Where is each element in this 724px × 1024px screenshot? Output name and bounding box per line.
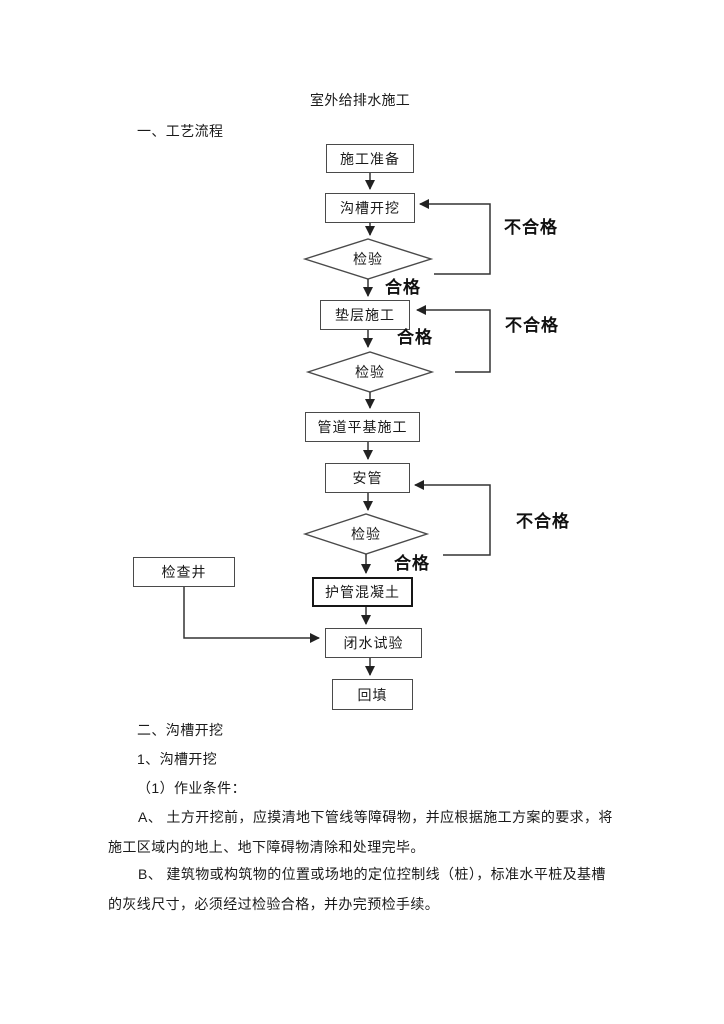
manhole-connector (183, 587, 320, 643)
flow-node-pipe-base-construction: 管道平基施工 (305, 412, 420, 442)
document-title: 室外给排水施工 (310, 92, 411, 108)
flow-decision-inspection-2-label: 检验 (355, 364, 385, 380)
flow-node-pipe-installation: 安管 (325, 463, 410, 493)
paragraph-b-line-2: 的灰线尺寸，必须经过检验合格，并办完预检手续。 (108, 896, 440, 912)
flow-node-water-sealing-test: 闭水试验 (325, 628, 422, 658)
paragraph-a-line-2: 施工区域内的地上、地下障碍物清除和处理完毕。 (108, 839, 425, 855)
fail-loop-2 (416, 305, 491, 373)
flow-node-trench-excavation: 沟槽开挖 (325, 193, 415, 223)
flow-decision-shapes (302, 238, 435, 555)
label-fail-3: 不合格 (516, 512, 570, 531)
fail-loop-3 (414, 480, 491, 556)
flow-decision-inspection-3-shape (302, 513, 430, 555)
flow-arrows (183, 173, 491, 676)
subsection-work-conditions: （1）作业条件： (137, 780, 246, 796)
flow-decision-inspection-3-label: 检验 (351, 526, 381, 542)
flow-node-pipe-protection-concrete: 护管混凝土 (312, 577, 413, 607)
label-pass-2: 合格 (397, 328, 433, 347)
flow-node-construction-prep: 施工准备 (326, 144, 414, 173)
flow-node-cushion-construction: 垫层施工 (320, 300, 410, 330)
label-pass-3: 合格 (394, 554, 430, 573)
flow-decision-inspection-2-shape (305, 351, 435, 393)
label-fail-1: 不合格 (504, 218, 558, 237)
flow-decision-inspection-1-label: 检验 (353, 251, 383, 267)
flow-node-backfill: 回填 (332, 679, 413, 710)
subsection-trench: 1、沟槽开挖 (137, 751, 218, 767)
fail-loop-1 (419, 199, 491, 275)
label-fail-2: 不合格 (505, 316, 559, 335)
paragraph-a-line-1: A、 土方开挖前，应摸清地下管线等障碍物，并应根据施工方案的要求，将 (138, 809, 613, 825)
paragraph-b-line-1: B、 建筑物或构筑物的位置或场地的定位控制线（桩），标准水平桩及基槽 (138, 866, 606, 882)
flow-decision-inspection-1-shape (302, 238, 434, 280)
flow-node-inspection-well: 检查井 (133, 557, 235, 587)
section-heading-trench: 二、沟槽开挖 (137, 722, 224, 738)
label-pass-1: 合格 (385, 278, 421, 297)
section-heading-process-flow: 一、工艺流程 (137, 123, 224, 139)
